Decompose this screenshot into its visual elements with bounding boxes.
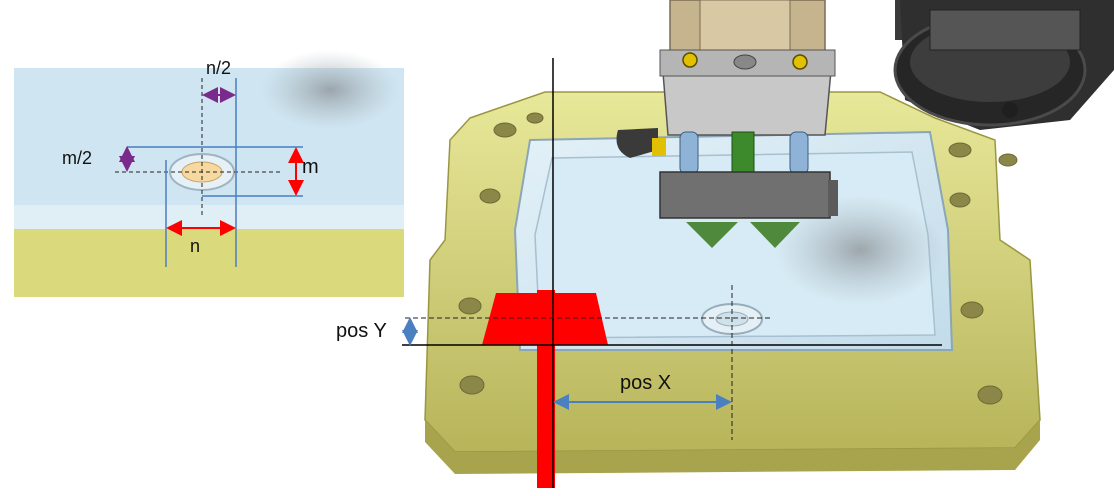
inset-panel <box>14 50 404 297</box>
green-finger-left <box>686 222 738 248</box>
gripper-tool <box>616 0 838 219</box>
label-n: n <box>190 236 201 256</box>
label-pos-x: pos X <box>620 372 672 394</box>
plate-shadow <box>775 195 945 305</box>
label-n-half: n/2 <box>206 58 232 78</box>
robot-arm <box>893 0 1114 130</box>
mounting-holes <box>458 112 1018 405</box>
inset-yellow-base <box>14 229 404 297</box>
red-gripper-stem <box>537 290 555 488</box>
inset-plate-edge <box>14 205 404 229</box>
label-m: m <box>302 156 319 178</box>
green-finger-right <box>750 222 800 248</box>
inset-shadow <box>260 50 400 130</box>
label-pos-y: pos Y <box>336 320 387 342</box>
main-scene <box>402 0 1114 488</box>
label-m-half: m/2 <box>62 148 93 168</box>
yellow-base-front-face <box>425 420 1040 474</box>
